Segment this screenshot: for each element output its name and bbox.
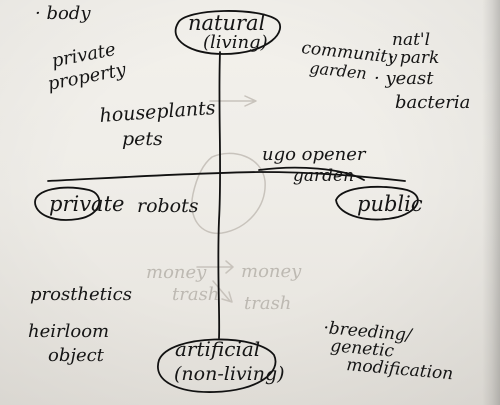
vertical-axis: [217, 51, 222, 339]
page-edge-shadow: [482, 0, 500, 405]
note-breeding-line3: modification: [346, 355, 454, 384]
note-robots: robots: [137, 195, 199, 217]
faint-loop: [191, 152, 266, 234]
private-label-circle: [34, 186, 101, 221]
note-body: · body: [35, 3, 91, 24]
garden-underline: [258, 166, 365, 181]
left-axis-label: private: [49, 192, 124, 216]
horizontal-axis: [47, 171, 406, 182]
bottom-axis-label-line2: (non-living): [174, 363, 285, 385]
faint-note-money-right: money: [241, 261, 302, 282]
note-bacteria: bacteria: [395, 92, 470, 113]
note-ugo-opener-line1: ugo opener: [262, 144, 367, 165]
artificial-label-circle: [157, 338, 277, 393]
faint-note-money-left: money: [146, 262, 207, 283]
note-prosthetics: prosthetics: [30, 284, 132, 305]
faint-note-trash-left: trash: [172, 284, 219, 305]
note-heirloom-line1: heirloom: [28, 321, 109, 342]
top-axis-label-line1: natural: [188, 11, 265, 35]
top-axis-label-line2: (living): [203, 32, 268, 53]
faint-note-trash-right: trash: [244, 293, 291, 314]
note-yeast: · yeast: [374, 68, 434, 89]
note-pets: pets: [122, 128, 163, 150]
faint-money-arrow: [196, 260, 234, 274]
bottom-axis-label-line1: artificial: [175, 337, 260, 361]
faint-arrow-top: [209, 95, 257, 107]
public-label-circle: [335, 185, 419, 221]
note-ugo-opener-line2: garden: [293, 166, 354, 186]
note-natl-park-line1: nat'l: [392, 30, 430, 50]
note-natl-park-line2: · park: [389, 48, 439, 68]
note-heirloom-line2: object: [48, 345, 105, 366]
right-axis-label: public: [357, 192, 423, 216]
faint-trash-arrow: [212, 280, 233, 303]
natural-label-circle: [174, 10, 282, 55]
note-houseplants: houseplants: [99, 97, 217, 127]
